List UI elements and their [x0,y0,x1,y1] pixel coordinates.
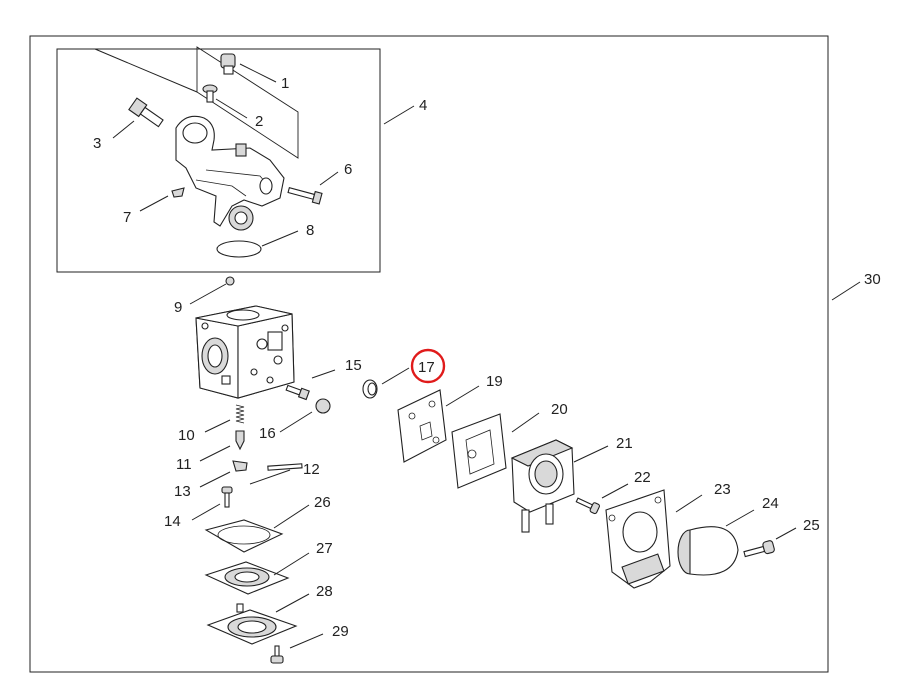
callout-11[interactable]: 11 [176,456,192,473]
part-29-screw [270,645,284,664]
callout-20[interactable]: 20 [551,401,568,418]
diagram-frame [29,35,829,673]
callout-30[interactable]: 30 [864,271,881,288]
callout-1[interactable]: 1 [281,75,289,92]
callout-16[interactable]: 16 [259,425,276,442]
part-14-screw [221,486,233,508]
callout-27[interactable]: 27 [316,540,333,557]
part-27-diaphragm [204,561,290,595]
callout-19[interactable]: 19 [486,373,503,390]
part-21-pump-cover [510,439,575,533]
callout-9[interactable]: 9 [174,299,182,316]
callout-4[interactable]: 4 [419,97,427,114]
part-15-adjust-screw [285,384,310,401]
callout-24[interactable]: 24 [762,495,779,512]
part-23-primer-plate [605,489,671,589]
callout-13[interactable]: 13 [174,483,191,500]
part-7-clip [171,187,185,198]
part-3-fitting [128,97,164,128]
part-25-screw [743,540,775,558]
callout-3[interactable]: 3 [93,135,101,152]
screw-subgroup-frame [196,46,299,159]
part-1-knob [220,53,236,75]
callout-12[interactable]: 12 [303,461,320,478]
part-2-screw [202,84,218,103]
callout-26[interactable]: 26 [314,494,331,511]
carburetor-body [195,305,295,399]
callout-28[interactable]: 28 [316,583,333,600]
callout-10[interactable]: 10 [178,427,195,444]
callout-6[interactable]: 6 [344,161,352,178]
part-22-screw [575,497,600,515]
leader-lines [112,63,861,649]
part-16-cap [315,398,331,414]
callout-17[interactable]: 17 [418,359,435,376]
callout-22[interactable]: 22 [634,469,651,486]
callout-8[interactable]: 8 [306,222,314,239]
part-17-filter-screen [362,379,378,399]
part-26-gasket [204,519,284,553]
part-20-diaphragm [451,413,507,489]
part-9-plug [225,276,235,286]
callout-23[interactable]: 23 [714,481,731,498]
callout-25[interactable]: 25 [803,517,820,534]
part-8-o-ring [216,240,262,258]
part-13-lever [232,460,248,472]
part-6-screw [287,187,323,205]
callout-29[interactable]: 29 [332,623,349,640]
part-19-gasket [397,389,447,463]
callout-14[interactable]: 14 [164,513,181,530]
part-10-spring [235,404,245,424]
assembly-inset-frame [56,48,381,273]
callout-labels: 1 2 3 4 6 7 8 9 10 11 12 13 14 15 16 17 … [93,75,881,640]
highlight-circle-17 [410,348,446,384]
callout-2[interactable]: 2 [255,113,263,130]
callout-15[interactable]: 15 [345,357,362,374]
callout-21[interactable]: 21 [616,435,633,452]
part-24-primer-bulb [677,526,739,576]
part-4-throttle-assembly [175,115,285,231]
callout-7[interactable]: 7 [123,209,131,226]
part-28-cover [206,603,298,645]
part-12-pin [267,463,303,471]
part-11-needle [235,430,245,451]
